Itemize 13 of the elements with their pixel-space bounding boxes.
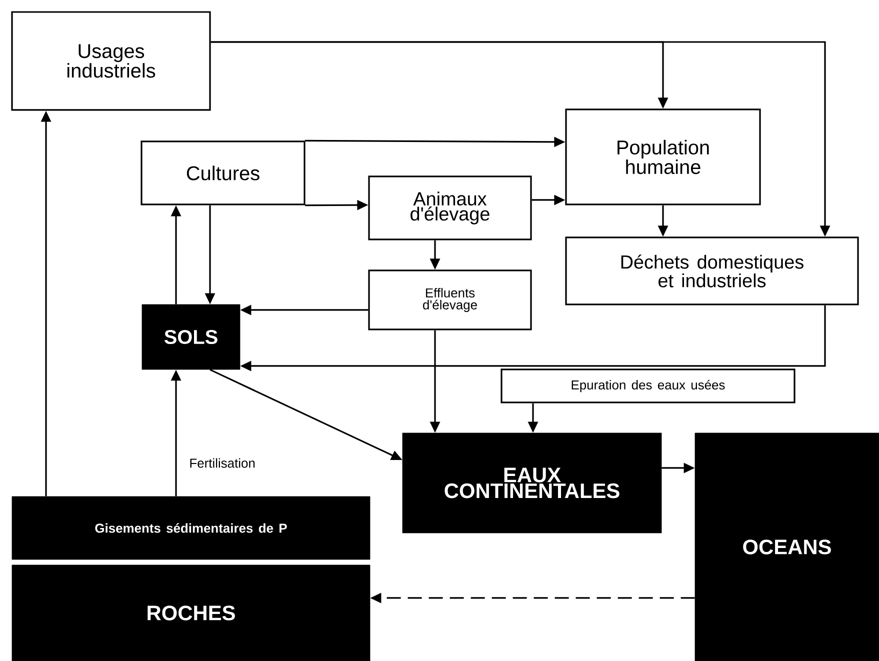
process-box: Usages industriels — [11, 11, 211, 111]
dark-box: OCEANS — [694, 432, 879, 661]
edge-label: Fertilisation — [188, 457, 256, 469]
process-box: Déchets domestiques et industriels — [565, 236, 859, 306]
process-box: Cultures — [140, 140, 306, 206]
process-box: Population humaine — [565, 108, 761, 206]
dark-box: EAUX CONTINENTALES — [402, 432, 662, 534]
dark-box: SOLS — [142, 304, 240, 370]
process-box: Epuration des eaux usées — [500, 368, 796, 404]
dark-box: ROCHES — [12, 564, 370, 661]
process-box: Animaux d'élevage — [368, 176, 532, 240]
process-box: Effluents d'élevage — [368, 270, 532, 330]
dark-box: Gisements sédimentaires de P — [12, 496, 370, 560]
